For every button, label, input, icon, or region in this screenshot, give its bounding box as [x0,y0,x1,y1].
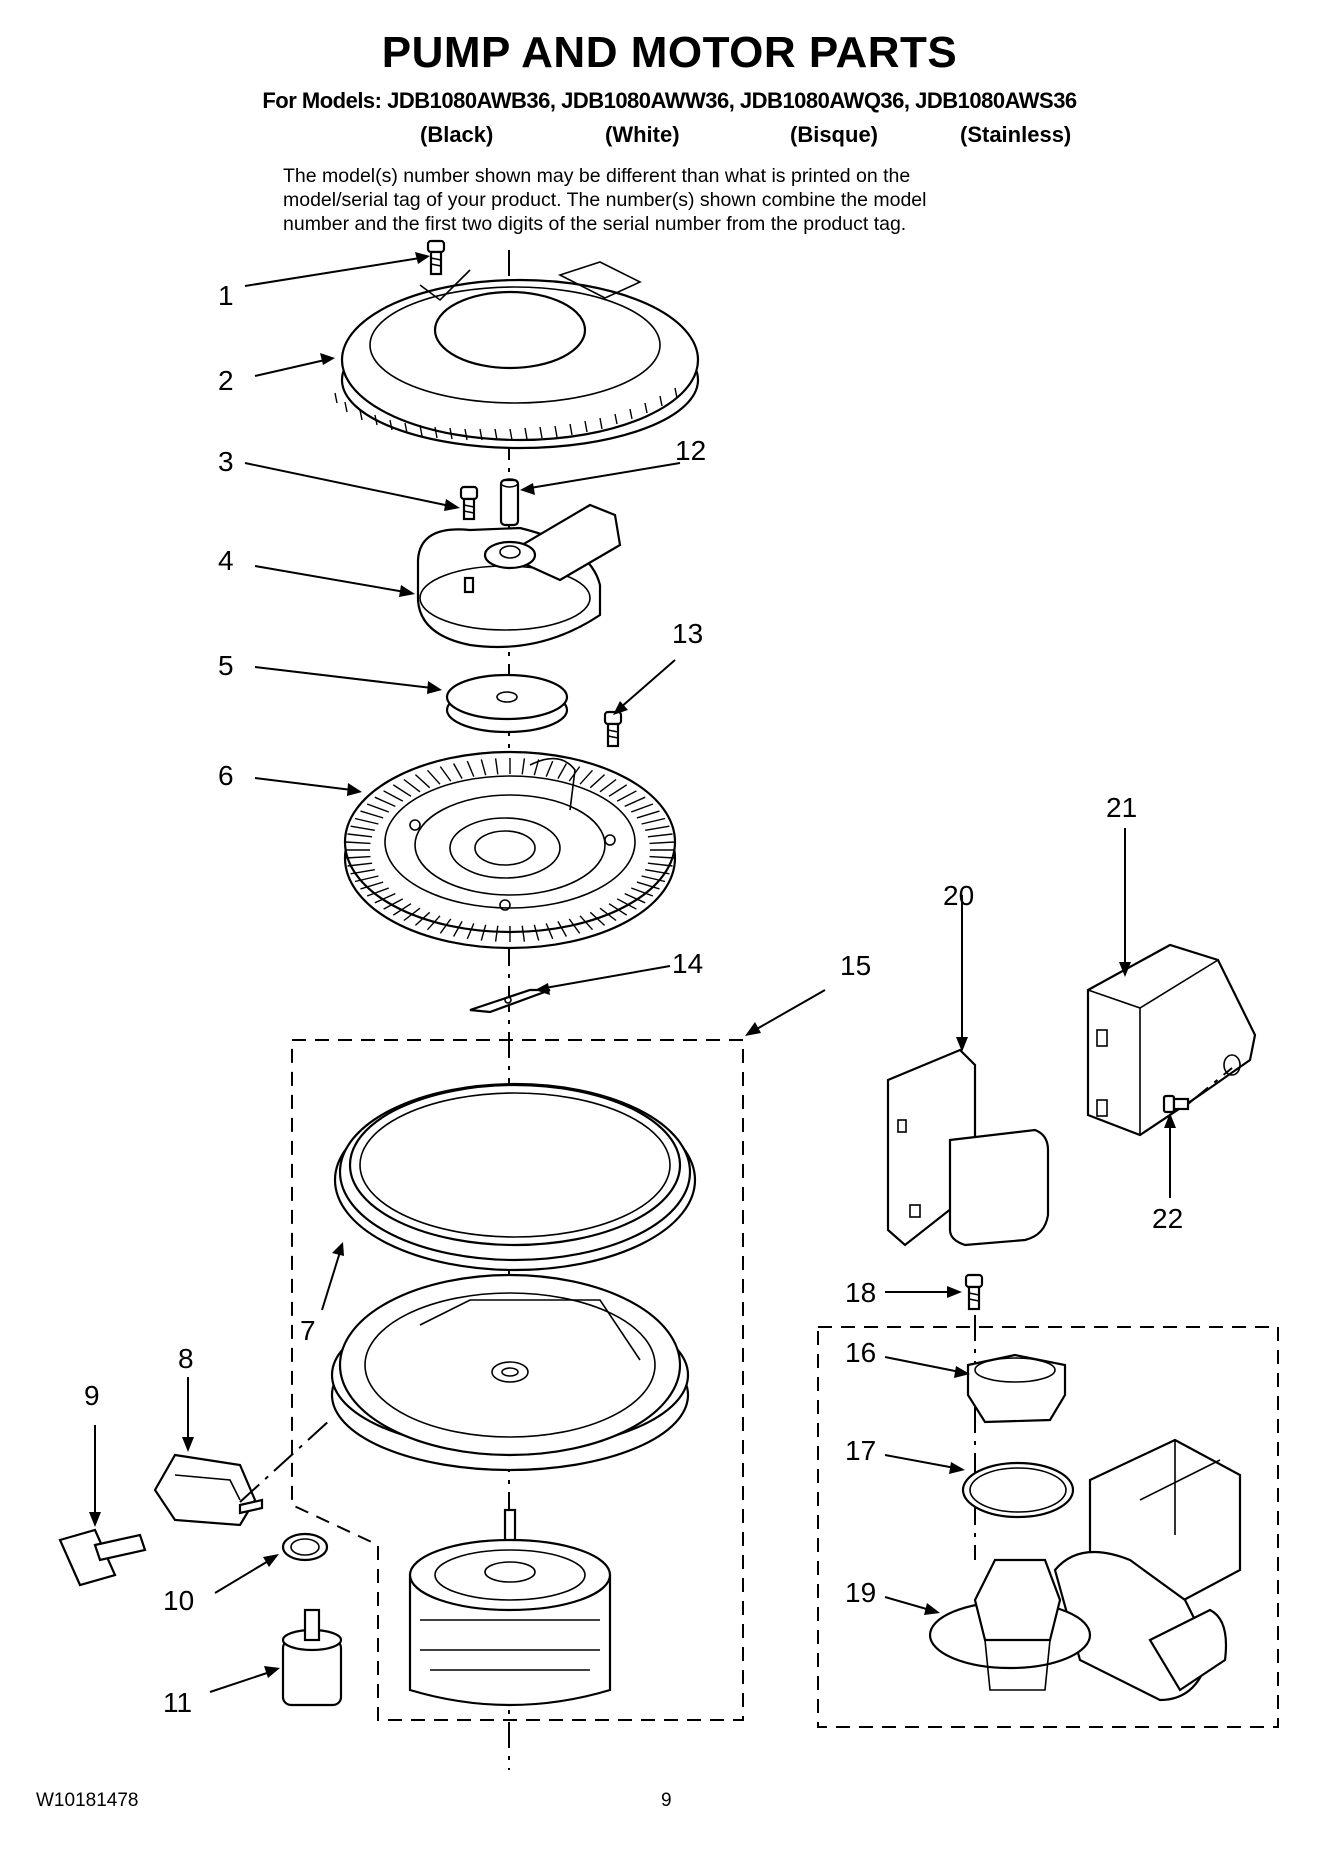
callout-18: 18 [845,1277,876,1308]
callout-8: 8 [178,1343,194,1374]
part-19-drain-pump [928,1438,1242,1702]
part-6-lower-housing [343,750,677,950]
part-1-screw [426,239,446,276]
part-12-pin [499,478,520,527]
part-21-control-box [1086,943,1257,1137]
callout-3: 3 [218,446,234,477]
callout-6: 6 [218,760,234,791]
part-4-pump-housing [416,503,622,649]
callout-9: 9 [84,1380,100,1411]
note-line: model/serial tag of your product. The nu… [283,189,927,211]
page-number: 9 [661,1790,672,1811]
note-line: The model(s) number shown may be differe… [283,165,911,187]
callout-10: 10 [163,1585,194,1616]
callout-14: 14 [672,948,703,979]
part-16-adapter [966,1353,1067,1424]
callout-16: 16 [845,1337,876,1368]
callout-2: 2 [218,365,234,396]
callout-15: 15 [840,950,871,981]
note-line: number and the first two digits of the s… [283,213,907,235]
part-7-gasket-ring [333,1082,697,1272]
models-line: For Models: JDB1080AWB36, JDB1080AWW36, … [262,88,1077,113]
leader-lines [89,252,1176,1693]
part-11-valve [281,1608,343,1707]
finish-white: (White) [605,122,680,147]
callout-7: 7 [300,1315,316,1346]
callout-19: 19 [845,1577,876,1608]
part-22-screw [1162,1067,1233,1114]
part-15-sump [330,1273,690,1472]
callout-17: 17 [845,1435,876,1466]
callout-13: 13 [672,618,703,649]
part-15-motor [408,1508,612,1707]
callout-4: 4 [218,545,234,576]
part-3-screw [459,485,479,521]
callout-12: 12 [675,435,706,466]
pump-assembly-boundary [817,1326,1279,1728]
callout-21: 21 [1106,792,1137,823]
callout-22: 22 [1152,1203,1183,1234]
part-8-bracket [153,1453,264,1527]
part-18-screw [964,1273,984,1311]
finish-bisque: (Bisque) [790,122,878,147]
part-2-filter-cover [334,261,700,450]
part-10-o-ring [281,1532,329,1562]
callout-11: 11 [163,1687,192,1718]
part-9-clip [58,1528,147,1587]
page-title: PUMP AND MOTOR PARTS [381,28,958,77]
finish-black: (Black) [420,122,494,147]
model-number-note: The model(s) number shown may be differe… [283,164,1163,236]
part-17-o-ring [961,1461,1075,1519]
part-5-impeller [445,673,569,734]
callout-5: 5 [218,650,234,681]
part-15-assembly-boundary [291,1039,744,1721]
document-number: W10181478 [36,1790,139,1811]
finish-stainless: (Stainless) [960,122,1072,147]
callout-1: 1 [218,280,234,311]
part-13-screw [603,710,623,748]
part-20-bracket [886,1048,1050,1247]
callout-20: 20 [943,880,974,911]
part-14-seal-strip [469,988,551,1014]
